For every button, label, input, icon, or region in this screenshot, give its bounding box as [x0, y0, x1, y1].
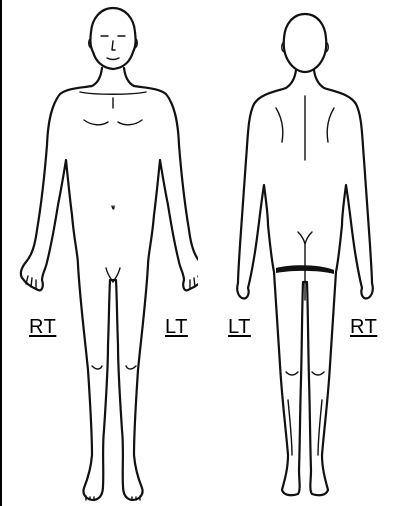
front-knee-left: [126, 366, 136, 369]
back-knee-left: [312, 372, 324, 375]
front-chest-left: [118, 120, 142, 125]
front-left-side-label: LT: [165, 316, 188, 338]
back-left-side-label: LT: [228, 316, 251, 338]
front-knee-right: [92, 366, 102, 369]
front-collar: [80, 92, 146, 94]
front-navel: [112, 206, 114, 209]
front-nose: [112, 41, 115, 50]
front-chest-right: [84, 120, 108, 125]
back-right-side-label: RT: [350, 316, 377, 338]
back-scapula-right: [276, 108, 283, 142]
back-sacrum: [298, 232, 312, 244]
back-scapula-left: [327, 108, 334, 142]
front-body-figure: [2, 0, 198, 506]
front-right-side-label: RT: [29, 316, 56, 338]
back-knee-right: [286, 372, 298, 375]
front-body-outline: [21, 68, 198, 500]
back-calf-left: [318, 400, 322, 455]
back-head: [284, 14, 327, 72]
back-calf-right: [288, 400, 292, 455]
front-mouth: [107, 58, 119, 60]
back-body-figure: [198, 0, 393, 506]
